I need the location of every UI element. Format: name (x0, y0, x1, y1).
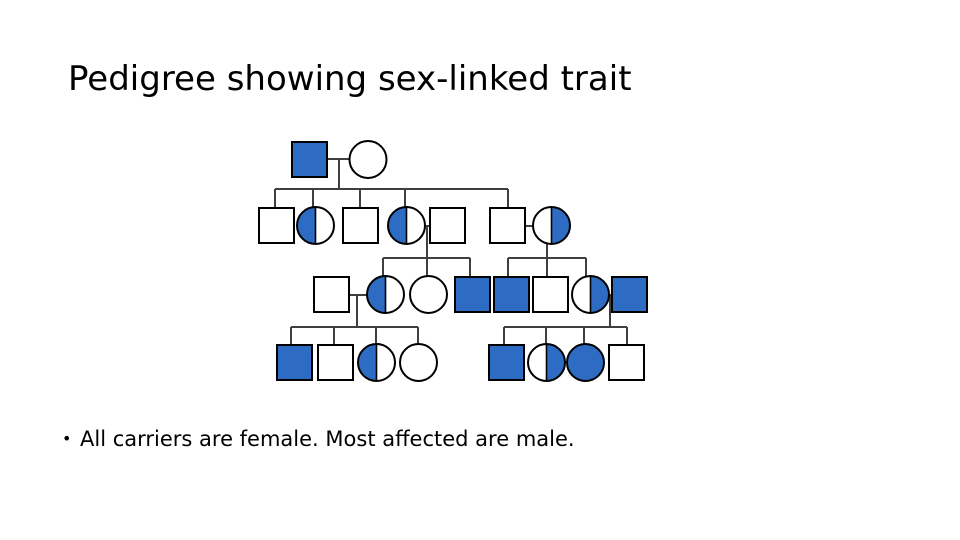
individual-II-2-carrier-female[interactable] (296, 206, 335, 245)
individual-IV-7-affected-female[interactable] (566, 343, 605, 382)
bullet-marker-icon: • (62, 429, 72, 448)
individual-III-4-affected-male[interactable] (454, 276, 491, 313)
individual-III-5-affected-male[interactable] (493, 276, 530, 313)
individual-IV-2-unaffected-male[interactable] (317, 344, 354, 381)
individual-IV-5-affected-male[interactable] (488, 344, 525, 381)
pedigree-symbol-group (258, 140, 648, 382)
individual-II-3-unaffected-male[interactable] (342, 207, 379, 244)
individual-III-8-affected-male[interactable] (611, 276, 648, 313)
individual-II-6-unaffected-male[interactable] (489, 207, 526, 244)
individual-IV-4-unaffected-female[interactable] (399, 343, 438, 382)
pedigree-generation-1 (291, 140, 388, 179)
pedigree-connector-lines (273, 157, 629, 345)
pedigree-generation-2 (258, 206, 571, 245)
individual-I-2-unaffected-female[interactable] (348, 140, 388, 179)
pedigree-generation-3 (313, 275, 648, 314)
individual-IV-6-carrier-female[interactable] (527, 343, 566, 382)
individual-III-3-unaffected-female[interactable] (409, 275, 448, 314)
list-item: • All carriers are female. Most affected … (62, 424, 822, 454)
individual-IV-8-unaffected-male[interactable] (608, 344, 645, 381)
individual-I-1-affected-male[interactable] (291, 141, 328, 178)
individual-II-5-unaffected-male[interactable] (429, 207, 466, 244)
individual-IV-3-carrier-female[interactable] (357, 343, 396, 382)
individual-II-1-unaffected-male[interactable] (258, 207, 295, 244)
individual-IV-1-affected-male[interactable] (276, 344, 313, 381)
individual-II-7-carrier-female[interactable] (532, 206, 571, 245)
individual-III-6-unaffected-male[interactable] (532, 276, 569, 313)
individual-II-4-carrier-female[interactable] (387, 206, 426, 245)
individual-III-2-carrier-female[interactable] (366, 275, 405, 314)
page-title: Pedigree showing sex-linked trait (68, 59, 632, 99)
pedigree-generation-4 (276, 343, 645, 382)
bullet-text: All carriers are female. Most affected a… (80, 427, 575, 451)
individual-III-7-carrier-female[interactable] (571, 275, 610, 314)
bullet-list: • All carriers are female. Most affected … (62, 424, 822, 454)
individual-III-1-unaffected-male[interactable] (313, 276, 350, 313)
